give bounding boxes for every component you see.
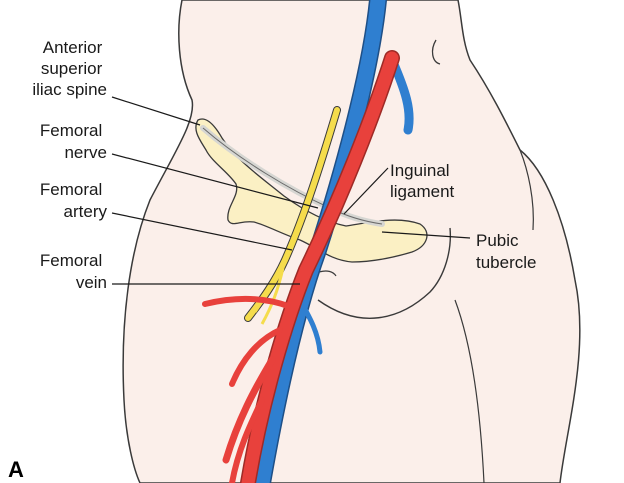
label-femoral-nerve: Femoral nerve	[40, 121, 107, 162]
leader-asis	[112, 97, 200, 125]
label-asis: Anterior superior iliac spine	[32, 38, 107, 99]
label-femoral-artery: Femoral artery	[40, 180, 108, 221]
panel-letter: A	[8, 457, 24, 482]
label-femoral-vein: Femoral vein	[40, 251, 107, 292]
